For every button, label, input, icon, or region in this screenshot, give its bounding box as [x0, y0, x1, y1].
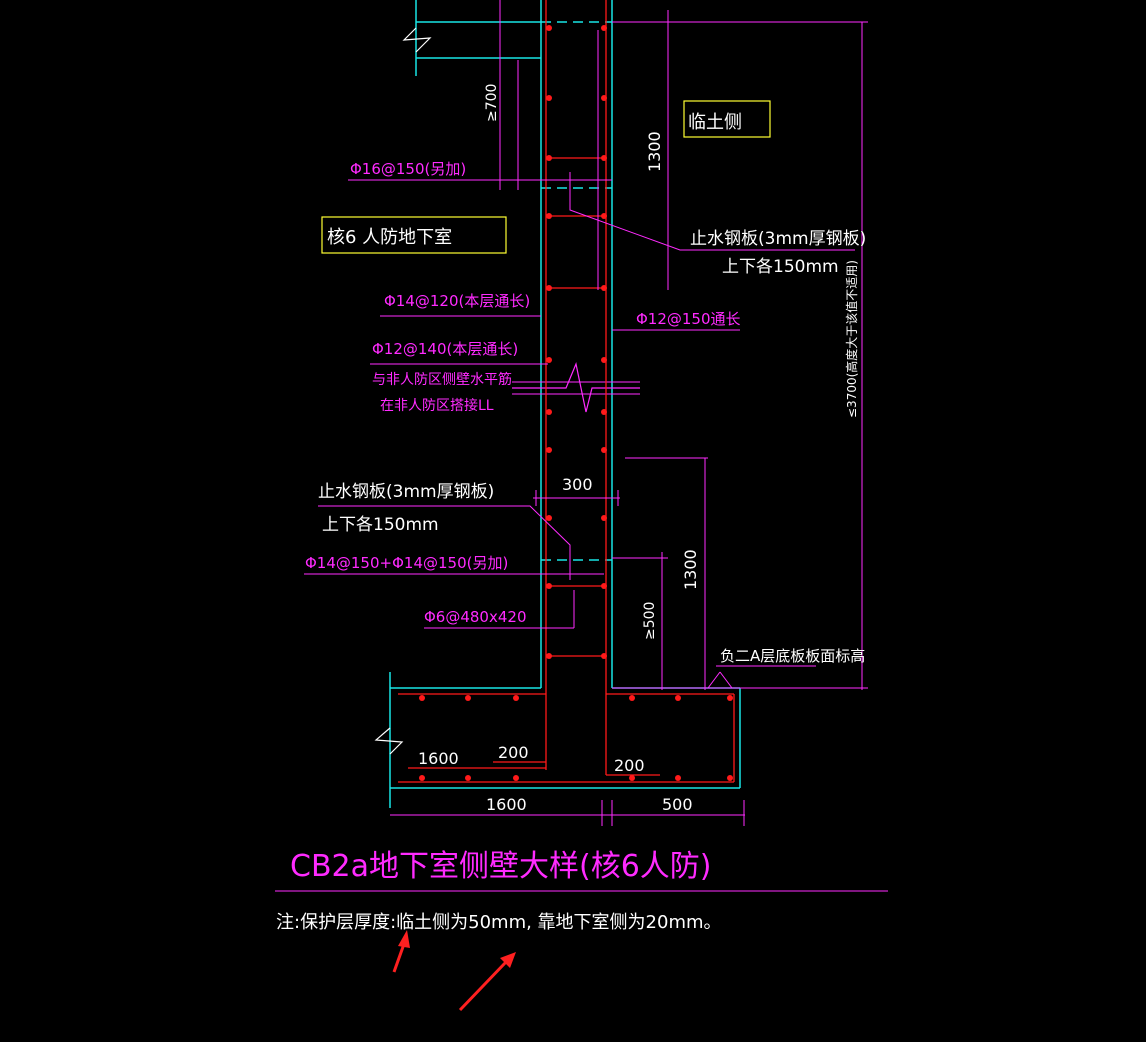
dim-200-left: 200 [498, 743, 529, 762]
wall-break-line [512, 361, 640, 413]
dim-ge500: ≥500 [642, 602, 658, 640]
waterstop-top-line2: 上下各150mm [722, 257, 839, 277]
dim-le3700: ≤3700(高度大于该值不适用) [844, 260, 859, 418]
annotation-arrow-1 [392, 930, 410, 973]
linsoil-side-box [683, 100, 771, 138]
dim-1600-inner: 1600 [418, 749, 459, 768]
dim-1600-bottom: 1600 [486, 795, 527, 814]
rebar-14-120-label: Φ14@120(本层通长) [384, 292, 530, 310]
dim-ge700: ≥700 [484, 84, 500, 122]
break-lines [374, 27, 432, 755]
leader-lines [275, 0, 888, 892]
slab-level-label: 负二A层底板板面标高 [720, 647, 865, 665]
concrete-outline [389, 0, 741, 808]
dim-300: 300 [562, 475, 593, 494]
core6-basement-label: 核6 人防地下室 [327, 227, 452, 248]
rebar-lines [398, 0, 735, 783]
rebar-16-150-label: Φ16@150(另加) [350, 160, 466, 178]
waterstop-bot-line1: 止水钢板(3mm厚钢板) [318, 482, 494, 502]
annotation-arrow-2 [458, 952, 516, 1012]
lap-note-line1: 与非人防区侧壁水平筋 [372, 371, 512, 388]
linsoil-side-label: 临土侧 [688, 112, 742, 133]
waterstop-top-line1: 止水钢板(3mm厚钢板) [690, 229, 866, 249]
dim-1300-bottom: 1300 [681, 549, 700, 590]
dim-1300-top: 1300 [645, 131, 664, 172]
rebar-12-150-label: Φ12@150通长 [636, 310, 741, 328]
rebar-6-480-label: Φ6@480x420 [424, 608, 527, 626]
dim-500-bottom: 500 [662, 795, 693, 814]
lap-note-line2: 在非人防区搭接LL [380, 397, 494, 414]
core6-basement-box [321, 216, 507, 254]
drawing-title: CB2a地下室侧壁大样(核6人防) [290, 849, 712, 884]
rebar-14-150-plus-label: Φ14@150+Φ14@150(另加) [305, 554, 508, 572]
cover-thickness-note: 注:保护层厚度:临土侧为50mm, 靠地下室侧为20mm。 [276, 912, 722, 933]
rebar-dots [419, 25, 733, 781]
rebar-12-140-label: Φ12@140(本层通长) [372, 340, 518, 358]
dim-200-right: 200 [614, 756, 645, 775]
waterstop-bot-line2: 上下各150mm [322, 515, 439, 535]
